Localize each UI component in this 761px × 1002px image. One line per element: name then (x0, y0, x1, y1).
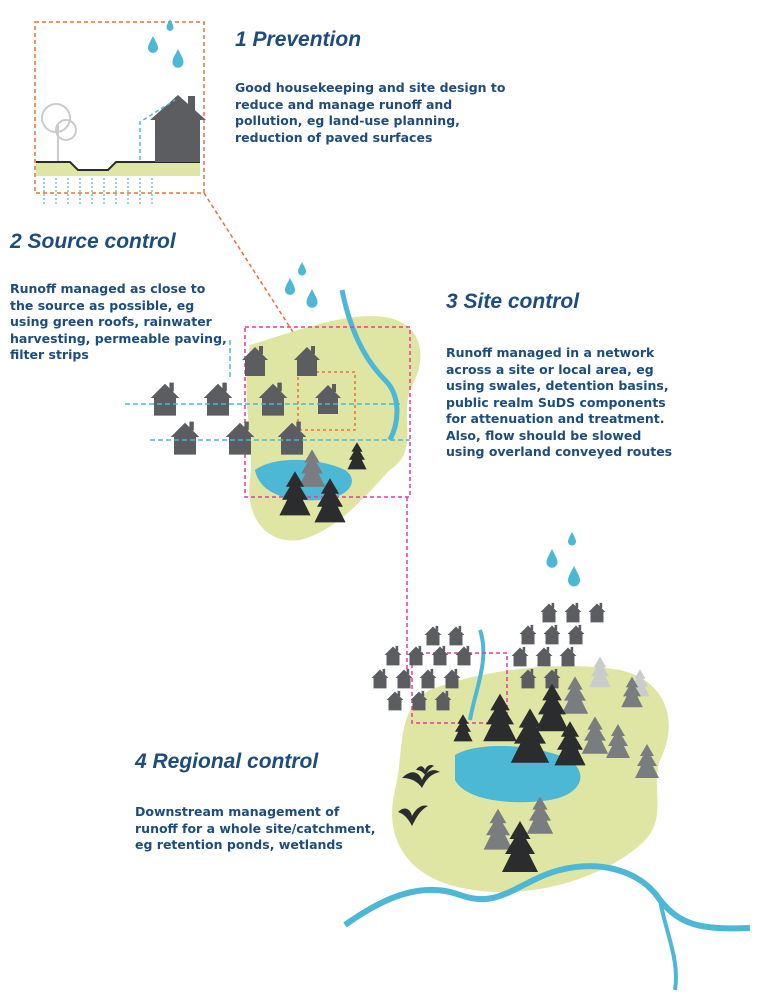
source-control-description: Runoff managed as close to the source as… (10, 281, 227, 364)
rain-drops-icon (148, 19, 184, 68)
site-control-line: Also, flow should be slowed (446, 427, 642, 443)
stage1-illustration (34, 19, 206, 206)
prevention-title: 1 Prevention (235, 28, 362, 51)
river-icon (339, 289, 400, 442)
stage4-illustration (343, 532, 751, 991)
prevention-description: Good housekeeping and site design to red… (235, 80, 505, 146)
source-control-line: Runoff managed as close to (10, 281, 206, 296)
site-control-line: Runoff managed in a network (446, 345, 655, 360)
site-control-line: for attenuation and treatment. (446, 411, 665, 426)
river-icon (343, 863, 751, 932)
source-control-title: 2 Source control (10, 230, 176, 253)
site-control-description: Runoff managed in a network across a sit… (446, 345, 672, 461)
source-control-line: using green roofs, rainwater (10, 314, 212, 329)
regional-control-description: Downstream management of runoff for a wh… (135, 804, 376, 854)
prevention-line: pollution, eg land-use planning, (235, 113, 460, 128)
source-control-line: filter strips (10, 347, 89, 362)
retention-pond (455, 745, 581, 803)
site-frame (244, 326, 411, 498)
ground-strip (36, 162, 200, 176)
site-control-title: 3 Site control (446, 290, 580, 313)
tree-icon (41, 103, 77, 162)
source-frame (297, 371, 356, 431)
prevention-line: Good housekeeping and site design to (235, 80, 506, 95)
connector-prevention-source (203, 192, 301, 344)
source-control-line: harvesting, permeable paving, (10, 330, 227, 346)
regional-control-line: eg retention ponds, wetlands (135, 837, 343, 852)
source-control-line: the source as possible, eg (10, 297, 195, 313)
stage3-illustration (125, 262, 421, 541)
site-control-line: using swales, detention basins, (446, 378, 669, 393)
regional-control-line: runoff for a whole site/catchment, (135, 820, 376, 836)
prevention-frame (34, 21, 205, 194)
regional-control-title: 4 Regional control (135, 750, 319, 773)
regional-control-line: Downstream management of (135, 804, 340, 819)
prevention-line: reduction of paved surfaces (235, 129, 433, 145)
site-control-line: public realm SuDS components (446, 394, 666, 410)
site-control-line: using overland conveyed routes (446, 444, 673, 459)
site-control-line: across a site or local area, eg (446, 361, 654, 377)
rain-drops-icon (285, 262, 318, 308)
bird-icon (398, 765, 440, 826)
rain-drops-icon (546, 532, 580, 587)
prevention-line: reduce and manage runoff and (235, 96, 453, 112)
house-icon (150, 95, 206, 162)
